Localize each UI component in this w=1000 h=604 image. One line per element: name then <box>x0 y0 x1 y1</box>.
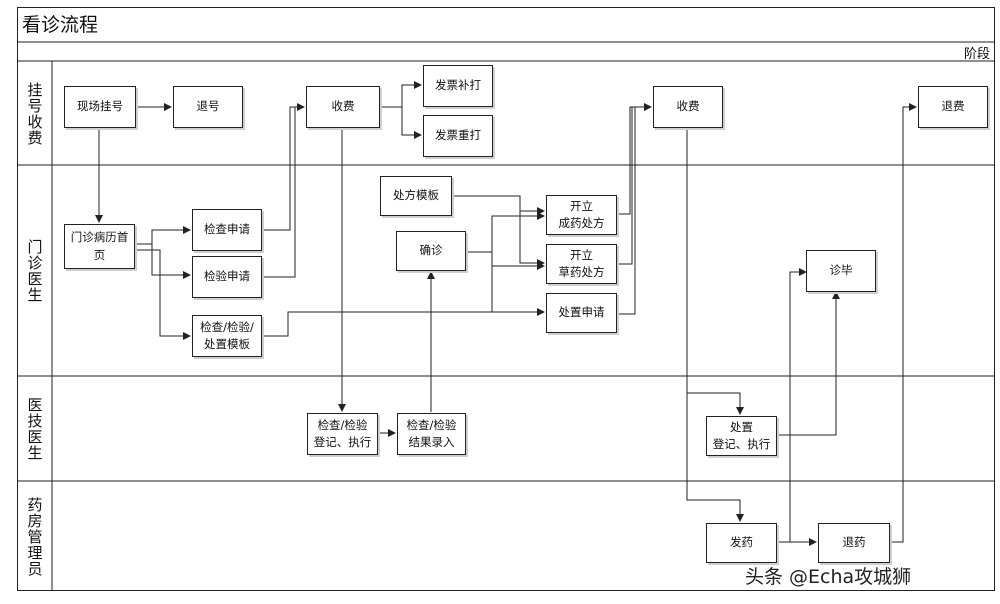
node-treatment-exec[interactable]: 处置 登记、执行 <box>706 416 777 456</box>
lane-grid <box>17 41 995 591</box>
node-lab-request[interactable]: 检验申请 <box>192 256 262 298</box>
stage-label: 阶段 <box>963 47 990 62</box>
node-invoice-reprint[interactable]: 发票补打 <box>423 65 493 107</box>
node-exam-result[interactable]: 检查/检验 结果录入 <box>397 413 466 455</box>
node-exam-request[interactable]: 检查申请 <box>192 209 262 251</box>
node-dispense[interactable]: 发药 <box>706 523 777 563</box>
node-onsite-register[interactable]: 现场挂号 <box>64 86 136 128</box>
node-outpatient-home[interactable]: 门诊病历首 页 <box>64 224 135 269</box>
node-cancel-register[interactable]: 退号 <box>173 86 243 128</box>
node-charge-1[interactable]: 收费 <box>306 86 380 128</box>
node-patent-rx[interactable]: 开立 成药处方 <box>546 195 617 235</box>
node-finish[interactable]: 诊毕 <box>806 250 876 292</box>
node-charge-2[interactable]: 收费 <box>653 86 723 128</box>
lane-outpatient-doctor-label: 门诊医生 <box>25 239 44 303</box>
diagram-frame <box>17 7 995 591</box>
node-diagnosis[interactable]: 确诊 <box>396 231 466 271</box>
node-template[interactable]: 检查/检验/ 处置模板 <box>192 315 262 357</box>
diagram-title: 看诊流程 <box>22 14 99 36</box>
node-treatment-request[interactable]: 处置申请 <box>546 293 617 333</box>
node-return-drug[interactable]: 退药 <box>818 523 890 563</box>
lane-medtech-doctor-label: 医技医生 <box>25 397 44 461</box>
node-herbal-rx[interactable]: 开立 草药处方 <box>546 244 617 284</box>
node-exam-register[interactable]: 检查/检验 登记、执行 <box>307 413 378 455</box>
node-refund[interactable]: 退费 <box>918 86 988 128</box>
node-invoice-reissue[interactable]: 发票重打 <box>423 115 493 157</box>
lane-pharmacist-label: 药房管理员 <box>25 496 44 577</box>
lane-registration-label: 挂号收费 <box>25 81 44 146</box>
node-rx-template[interactable]: 处方模板 <box>380 176 452 216</box>
watermark: 头条 @Echa攻城狮 <box>745 566 912 588</box>
